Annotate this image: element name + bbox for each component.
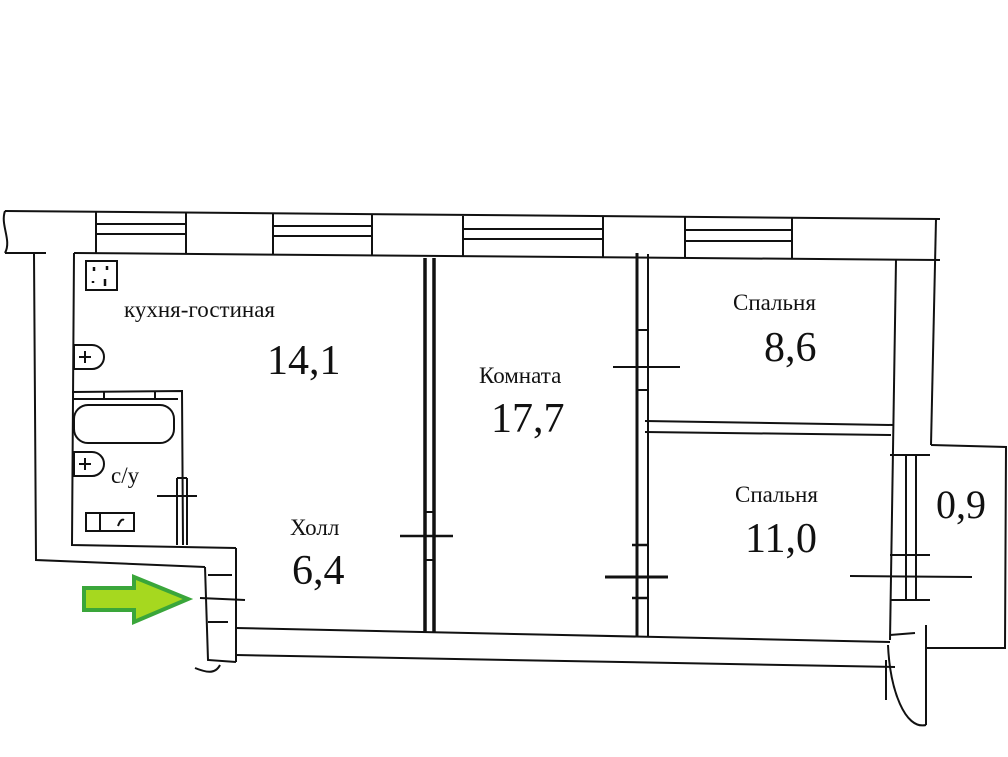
exterior-wall-right [887, 218, 937, 727]
bathroom-walls [71, 389, 197, 546]
toilet-icon [85, 512, 135, 532]
sink-icon-bathroom [73, 451, 105, 477]
room-area-balcony: 0,9 [936, 482, 986, 527]
room-name-room: Комната [479, 363, 562, 388]
room-area-bedroom-1: 8,6 [764, 325, 817, 371]
balcony-outline [849, 444, 1008, 649]
stove-icon [85, 260, 118, 291]
partition-kitchen-room [400, 258, 453, 632]
room-area-kitchen-living: 14,1 [267, 338, 341, 384]
room-name-bedroom-2: Спальня [735, 482, 818, 507]
bathtub-icon [73, 404, 175, 444]
room-name-kitchen-living: кухня-гостиная [124, 297, 275, 322]
windows-top [95, 212, 793, 259]
partition-bedrooms [644, 420, 894, 436]
room-area-hall: 6,4 [292, 548, 345, 594]
exterior-wall-bottom [235, 627, 916, 700]
room-name-bathroom: с/у [111, 463, 140, 488]
room-name-bedroom-1: Спальня [733, 290, 816, 315]
room-area-room: 17,7 [491, 396, 565, 442]
partition-room-bedrooms [605, 253, 680, 636]
entrance-arrow-icon [82, 574, 194, 626]
room-area-bedroom-2: 11,0 [745, 516, 817, 562]
exterior-wall-top [2, 210, 941, 261]
sink-icon-kitchen [73, 344, 105, 370]
room-name-hall: Холл [290, 515, 340, 540]
